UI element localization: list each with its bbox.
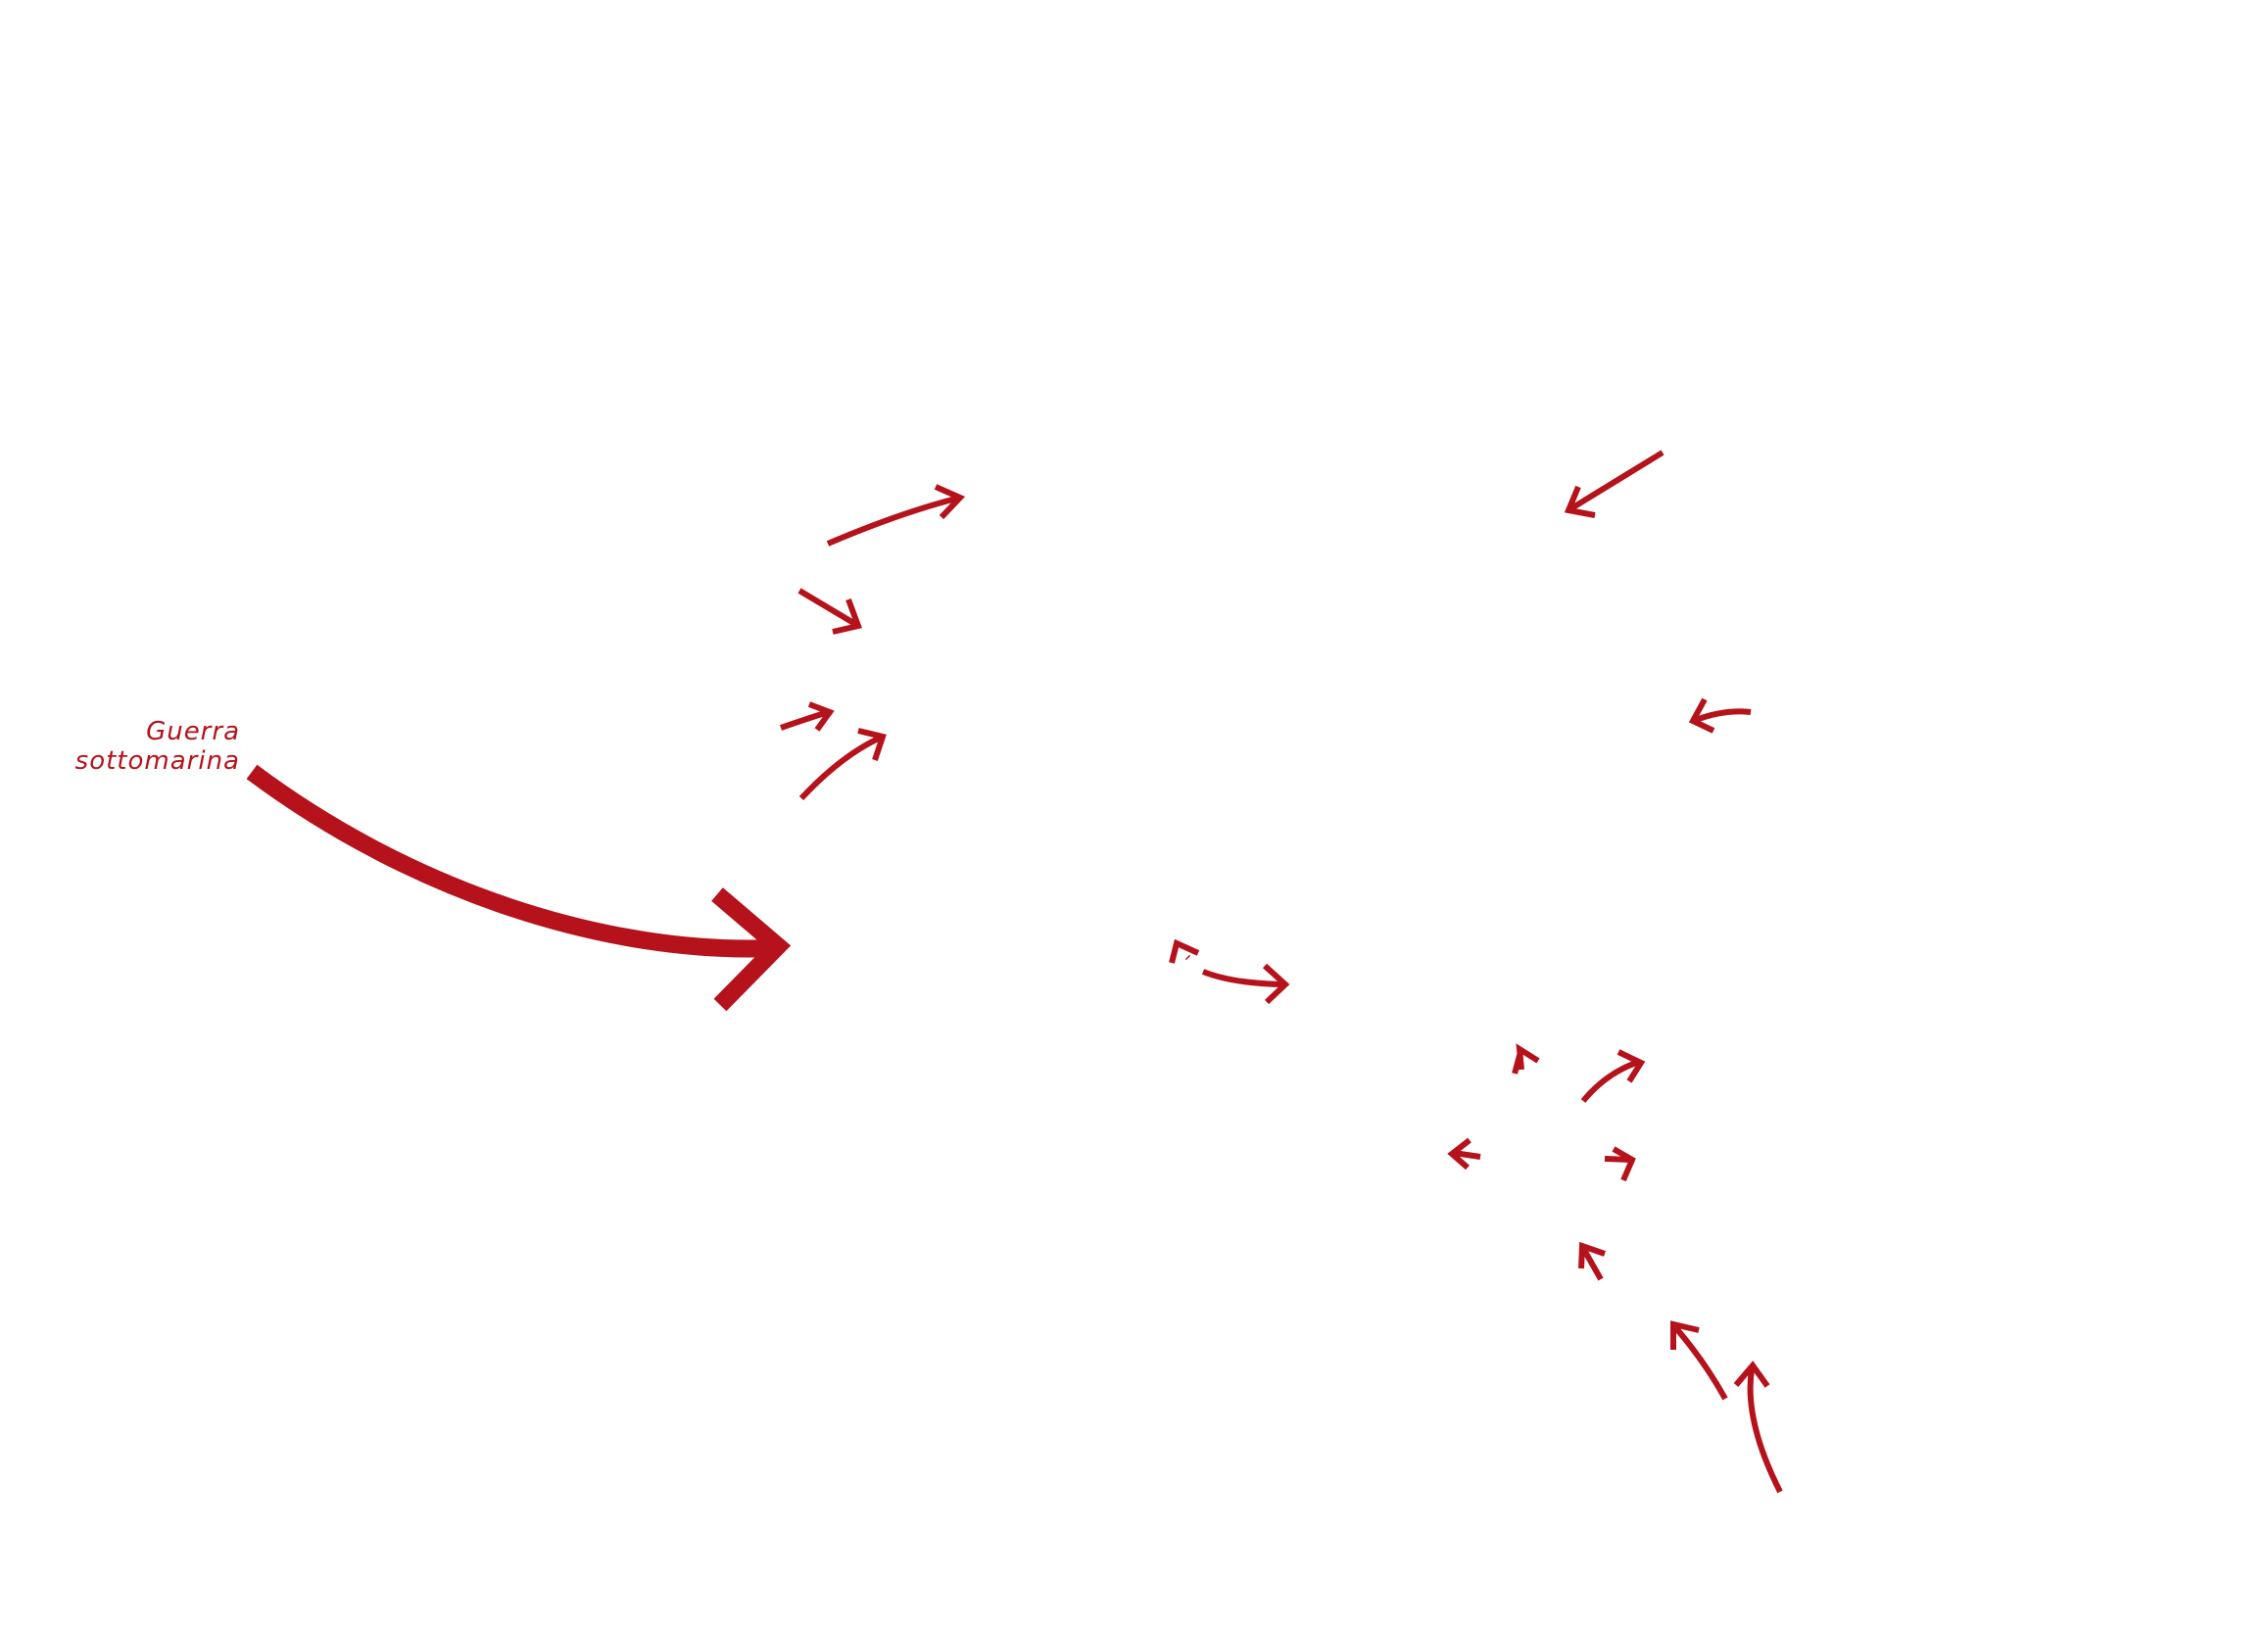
arrow-left-3 (780, 701, 835, 732)
label-line-2: sottomarina (74, 746, 240, 776)
guerra-sottomarina-label: Guerra sottomarina (75, 717, 240, 776)
arrow-right-1 (1564, 450, 1665, 518)
arrow-lower-7 (1733, 1361, 1783, 1494)
arrow-lower-2 (1580, 1049, 1646, 1103)
label-line-1: Guerra (146, 717, 240, 746)
arrow-left-1 (826, 484, 966, 547)
arrow-lower-5 (1578, 1241, 1606, 1281)
arrow-lower-3 (1447, 1137, 1481, 1171)
arrow-right-2 (1688, 697, 1752, 734)
main-arrow-head (711, 887, 792, 1012)
main-arrow-shaft (246, 764, 775, 958)
main-arrow (246, 764, 792, 1012)
arrow-center-1 (1201, 963, 1290, 1005)
arrow-lower-4 (1604, 1146, 1636, 1182)
arrow-center-2 (1169, 938, 1200, 964)
arrow-lower-6 (1670, 1320, 1728, 1401)
arrow-lower-1 (1512, 1043, 1540, 1075)
arrow-left-2 (797, 588, 862, 635)
arrow-left-4 (798, 728, 887, 801)
